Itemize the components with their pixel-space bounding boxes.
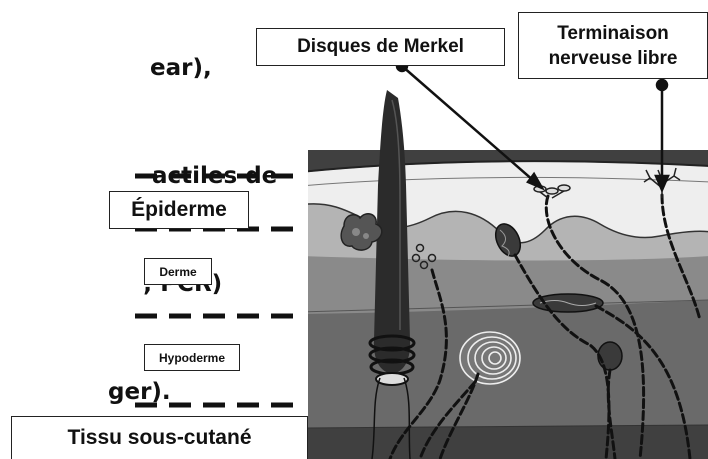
terminaison-leader-dot	[657, 80, 667, 90]
label-terminaison-line1: Terminaison	[557, 21, 669, 46]
label-dermis: Derme	[144, 258, 212, 285]
skin-layers	[300, 150, 708, 459]
label-free-nerve-ending: Terminaison nerveuse libre	[518, 12, 708, 79]
label-merkel-text: Disques de Merkel	[297, 36, 464, 58]
label-terminaison-line2: nerveuse libre	[549, 46, 678, 71]
label-subcutaneous-tissue: Tissu sous-cutané	[11, 416, 308, 459]
bulb-corpuscle	[598, 342, 622, 370]
label-epidermis-text: Épiderme	[131, 198, 227, 222]
label-epidermis: Épiderme	[109, 191, 249, 229]
label-hypodermis: Hypoderme	[144, 344, 240, 371]
label-hypodermis-text: Hypoderme	[159, 351, 225, 365]
label-dermis-text: Derme	[159, 265, 196, 279]
pacinian-corpuscle	[460, 332, 520, 384]
label-tissu-text: Tissu sous-cutané	[68, 426, 252, 450]
label-merkel-discs: Disques de Merkel	[256, 28, 505, 66]
